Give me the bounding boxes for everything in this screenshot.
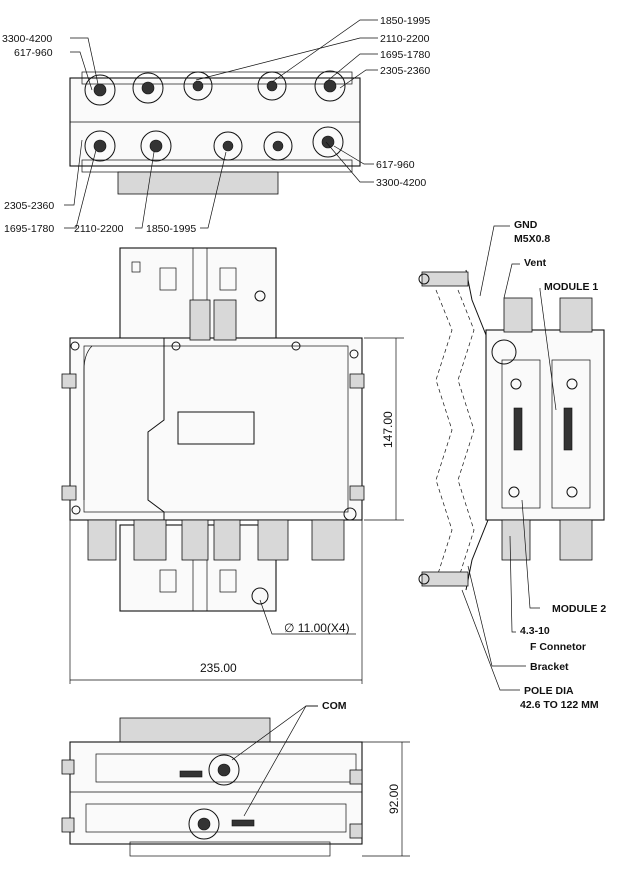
- top-view-leaders: [64, 19, 378, 229]
- label-1850-1995-right: 1850-1995: [380, 15, 430, 27]
- bottom-view-housing: [69, 741, 363, 845]
- top-connector-row-1: [84, 70, 346, 106]
- vent-cap: [491, 339, 517, 365]
- label-2110-2200-right: 2110-2200: [380, 33, 430, 45]
- side-view: GND M5X0.8 Vent MODULE 1 MODULE 2 4.3-10…: [418, 219, 606, 711]
- label-3300-4200-right: 3300-4200: [376, 177, 426, 189]
- connector-port: [314, 70, 346, 102]
- label-com: COM: [322, 700, 347, 712]
- module-2-outline: [551, 359, 591, 509]
- label-2305-2360-right: 2305-2360: [380, 65, 430, 77]
- dim-hole-diameter: ∅ 11.00(X4): [284, 621, 350, 635]
- label-617-960-right: 617-960: [376, 159, 415, 171]
- pole-clamp-top: [421, 271, 469, 287]
- com-port-2: [188, 808, 220, 840]
- connector-port: [140, 130, 172, 162]
- top-view-bracket: [117, 171, 279, 195]
- label-pole-dia: POLE DIA: [524, 685, 574, 697]
- connector-port: [213, 131, 243, 161]
- label-gnd-thread: M5X0.8: [514, 233, 550, 245]
- com-port-1: [208, 754, 240, 786]
- label-1695-1780-left: 1695-1780: [4, 223, 54, 235]
- label-gnd: GND: [514, 219, 538, 231]
- connector-port: [84, 130, 116, 162]
- label-bracket: Bracket: [530, 661, 569, 673]
- dim-height-147: 147.00: [381, 411, 395, 448]
- top-connector-row-2: [84, 126, 344, 162]
- pole-outline: [435, 289, 453, 581]
- bottom-view-bracket: [119, 717, 271, 743]
- front-bottom-connectors: [87, 519, 345, 561]
- connector-port: [263, 131, 293, 161]
- mounting-hole: [251, 587, 269, 605]
- label-2305-2360-left: 2305-2360: [4, 200, 54, 212]
- label-vent: Vent: [524, 257, 547, 269]
- top-view: 3300-4200 617-960 2305-2360 1695-1780 21…: [2, 15, 430, 235]
- front-housing: [69, 337, 363, 521]
- connector-port: [257, 71, 287, 101]
- pole-clamp-bottom: [421, 571, 469, 587]
- label-connector-size: 4.3-10: [520, 625, 550, 637]
- connector-port: [132, 72, 164, 104]
- side-housing: [485, 329, 605, 521]
- label-2110-2200-left: 2110-2200: [74, 223, 124, 235]
- connector-port: [84, 74, 116, 106]
- label-pole-range: 42.6 TO 122 MM: [520, 699, 599, 711]
- label-617-960-left: 617-960: [14, 47, 53, 59]
- module-1-outline: [501, 359, 541, 509]
- front-top-connectors: [189, 299, 237, 341]
- front-view: 147.00 235.00 ∅ 11.00(X4): [61, 247, 404, 684]
- label-1850-1995-left: 1850-1995: [146, 223, 196, 235]
- dim-height-92: 92.00: [387, 784, 401, 814]
- connector-port: [183, 71, 213, 101]
- front-panel-edge: [147, 338, 165, 520]
- label-3300-4200-left: 3300-4200: [2, 33, 52, 45]
- label-connector-type: F Connetor: [530, 641, 586, 653]
- label-1695-1780-right: 1695-1780: [380, 49, 430, 61]
- front-label-plate: [177, 411, 255, 445]
- bottom-view: COM 92.00: [61, 700, 410, 857]
- label-module-1: MODULE 1: [544, 281, 598, 293]
- gnd-screw: [254, 290, 266, 302]
- connector-port: [312, 126, 344, 158]
- dim-width-235: 235.00: [200, 661, 237, 675]
- label-module-2: MODULE 2: [552, 603, 606, 615]
